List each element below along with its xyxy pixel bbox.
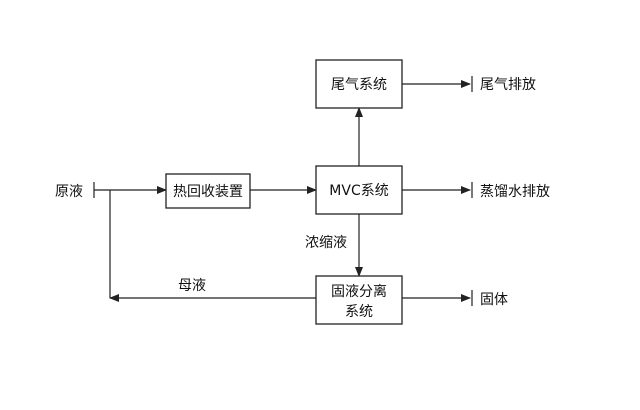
raw-liquid-label: 原液	[55, 184, 83, 200]
solid-label: 固体	[480, 292, 508, 308]
tail-gas-system-label: 尾气系统	[331, 77, 387, 93]
heat-recovery-box	[165, 173, 251, 209]
heat-recovery-label: 热回收装置	[173, 184, 243, 200]
concentrate-label: 浓缩液	[305, 235, 347, 251]
solid-liquid-separation-box	[315, 275, 403, 325]
tail-gas-system-box	[315, 59, 403, 109]
mother-liquor-label: 母液	[178, 278, 206, 294]
distilled-water-discharge-label: 蒸馏水排放	[480, 184, 550, 200]
solid-liquid-separation-label-line2: 系统	[345, 304, 373, 320]
tail-gas-discharge-label: 尾气排放	[480, 77, 536, 93]
mvc-system-label: MVC系统	[329, 183, 388, 199]
solid-liquid-separation-label-line1: 固液分离	[331, 283, 387, 300]
